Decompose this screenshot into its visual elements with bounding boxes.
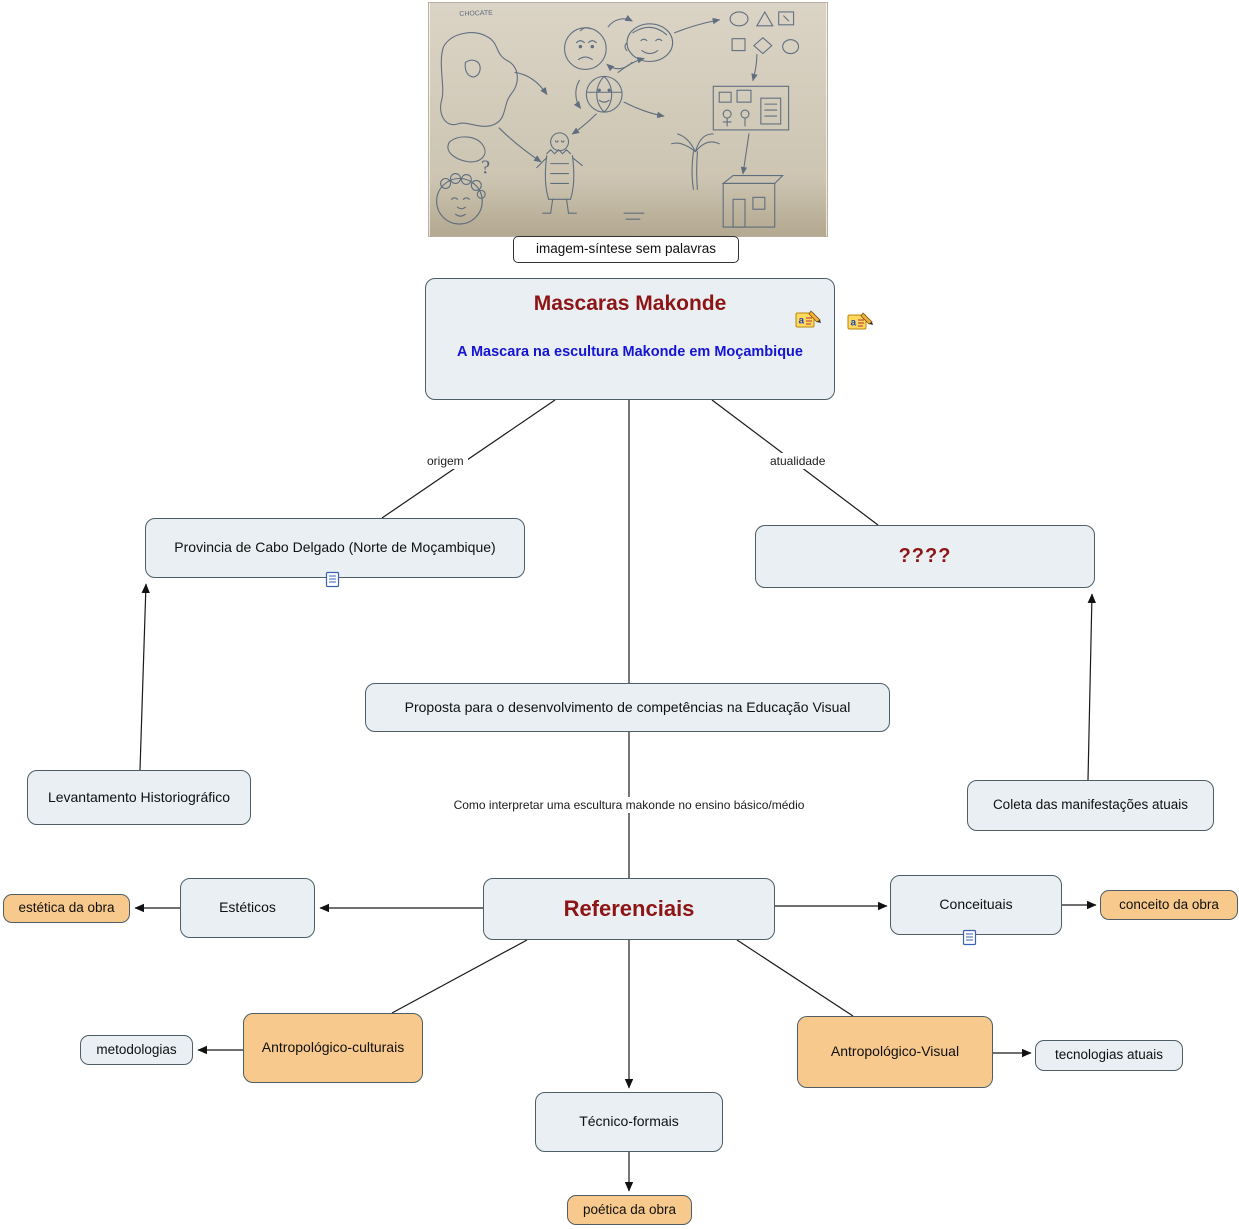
map-outline	[440, 32, 518, 127]
node-conceituais[interactable]: Conceituais	[890, 875, 1062, 935]
main-subtitle: A Mascara na escultura Makonde em Moçamb…	[457, 344, 803, 361]
interpretar-text: Como interpretar uma escultura makonde n…	[453, 798, 805, 812]
esteticos-label: Estéticos	[219, 899, 276, 916]
arrow-coleta-pergunta	[1087, 593, 1097, 781]
sketch-square-shape	[778, 11, 795, 26]
node-pergunta[interactable]: ????	[755, 525, 1095, 588]
sketch-curly-face	[436, 177, 483, 225]
atualidade-text: atualidade	[770, 454, 826, 468]
node-antropologico-culturais[interactable]: Antropológico-culturais	[243, 1013, 423, 1083]
conceituais-label: Conceituais	[939, 896, 1013, 913]
tecnico-formais-label: Técnico-formais	[579, 1113, 679, 1130]
node-poetica-da-obra[interactable]: poética da obra	[567, 1195, 692, 1225]
node-proposta[interactable]: Proposta para o desenvolvimento de compe…	[365, 683, 890, 732]
node-metodologias[interactable]: metodologias	[80, 1035, 193, 1065]
sketch-diamond-shape	[753, 36, 773, 55]
proposta-label: Proposta para o desenvolvimento de compe…	[404, 698, 851, 715]
origem-text: origem	[427, 454, 464, 468]
synthesis-sketch-image[interactable]: CHOCATE ?	[428, 2, 828, 237]
referenciais-label: Referenciais	[563, 896, 695, 922]
link-label-origem[interactable]: origem	[423, 453, 468, 469]
metodologias-label: metodologias	[96, 1041, 177, 1057]
sketch-museum-scene	[712, 85, 790, 131]
main-node[interactable]: Mascaras Makonde A Mascara na escultura …	[425, 278, 835, 400]
resource-icon[interactable]	[962, 929, 977, 951]
sketch-triangle-shape	[755, 10, 774, 27]
arrow-levantamento-provincia	[139, 583, 150, 771]
main-title: Mascaras Makonde	[533, 292, 727, 315]
antropologico-visual-label: Antropológico-Visual	[830, 1043, 960, 1060]
conceito-da-obra-label: conceito da obra	[1119, 896, 1219, 912]
node-provincia[interactable]: Provincia de Cabo Delgado (Norte de Moça…	[145, 518, 525, 578]
node-estetica-da-obra[interactable]: estética da obra	[3, 894, 130, 923]
sketch-handwriting: CHOCATE	[459, 10, 493, 18]
link-label-interpretar[interactable]: Como interpretar uma escultura makonde n…	[429, 797, 829, 813]
caption-label: imagem-síntese sem palavras	[535, 241, 717, 257]
levantamento-label: Levantamento Historiográfico	[47, 788, 231, 805]
annotation-icon[interactable]: a	[795, 310, 822, 334]
node-tecnologias-atuais[interactable]: tecnologias atuais	[1035, 1040, 1183, 1071]
link-label-atualidade[interactable]: atualidade	[766, 453, 830, 469]
node-coleta[interactable]: Coleta das manifestações atuais	[967, 780, 1214, 831]
sketch-palm-tree	[691, 151, 694, 190]
link-origem-line	[381, 399, 556, 519]
sketch-figure-collar	[546, 148, 572, 155]
coleta-label: Coleta das manifestações atuais	[992, 797, 1189, 813]
node-conceito-da-obra[interactable]: conceito da obra	[1100, 890, 1238, 920]
provincia-label: Provincia de Cabo Delgado (Norte de Moça…	[174, 539, 496, 556]
sketch-pencil-strokes	[436, 10, 800, 228]
node-tecnico-formais[interactable]: Técnico-formais	[535, 1092, 723, 1152]
sketch-circle-shape	[729, 11, 749, 27]
pergunta-label: ????	[898, 545, 952, 567]
poetica-da-obra-label: poética da obra	[582, 1201, 677, 1217]
caption-node[interactable]: imagem-síntese sem palavras	[513, 236, 739, 263]
svg-text:a: a	[799, 316, 805, 327]
resource-icon[interactable]	[325, 571, 340, 593]
estetica-da-obra-label: estética da obra	[18, 900, 115, 916]
annotation-icon[interactable]: a	[847, 312, 874, 336]
link-referenciais-antropologico-culturais	[391, 939, 528, 1014]
tecnologias-atuais-label: tecnologias atuais	[1054, 1047, 1164, 1063]
node-esteticos[interactable]: Estéticos	[180, 878, 315, 938]
node-referenciais[interactable]: Referenciais	[483, 878, 775, 940]
node-levantamento[interactable]: Levantamento Historiográfico	[27, 770, 251, 825]
svg-text:a: a	[851, 318, 857, 329]
sketch-question-mark: ?	[481, 157, 490, 179]
sketch-drawing: CHOCATE ?	[429, 3, 827, 236]
node-antropologico-visual[interactable]: Antropológico-Visual	[797, 1016, 993, 1088]
antropologico-culturais-label: Antropológico-culturais	[261, 1039, 405, 1056]
link-referenciais-antropologico-visual	[736, 939, 854, 1017]
